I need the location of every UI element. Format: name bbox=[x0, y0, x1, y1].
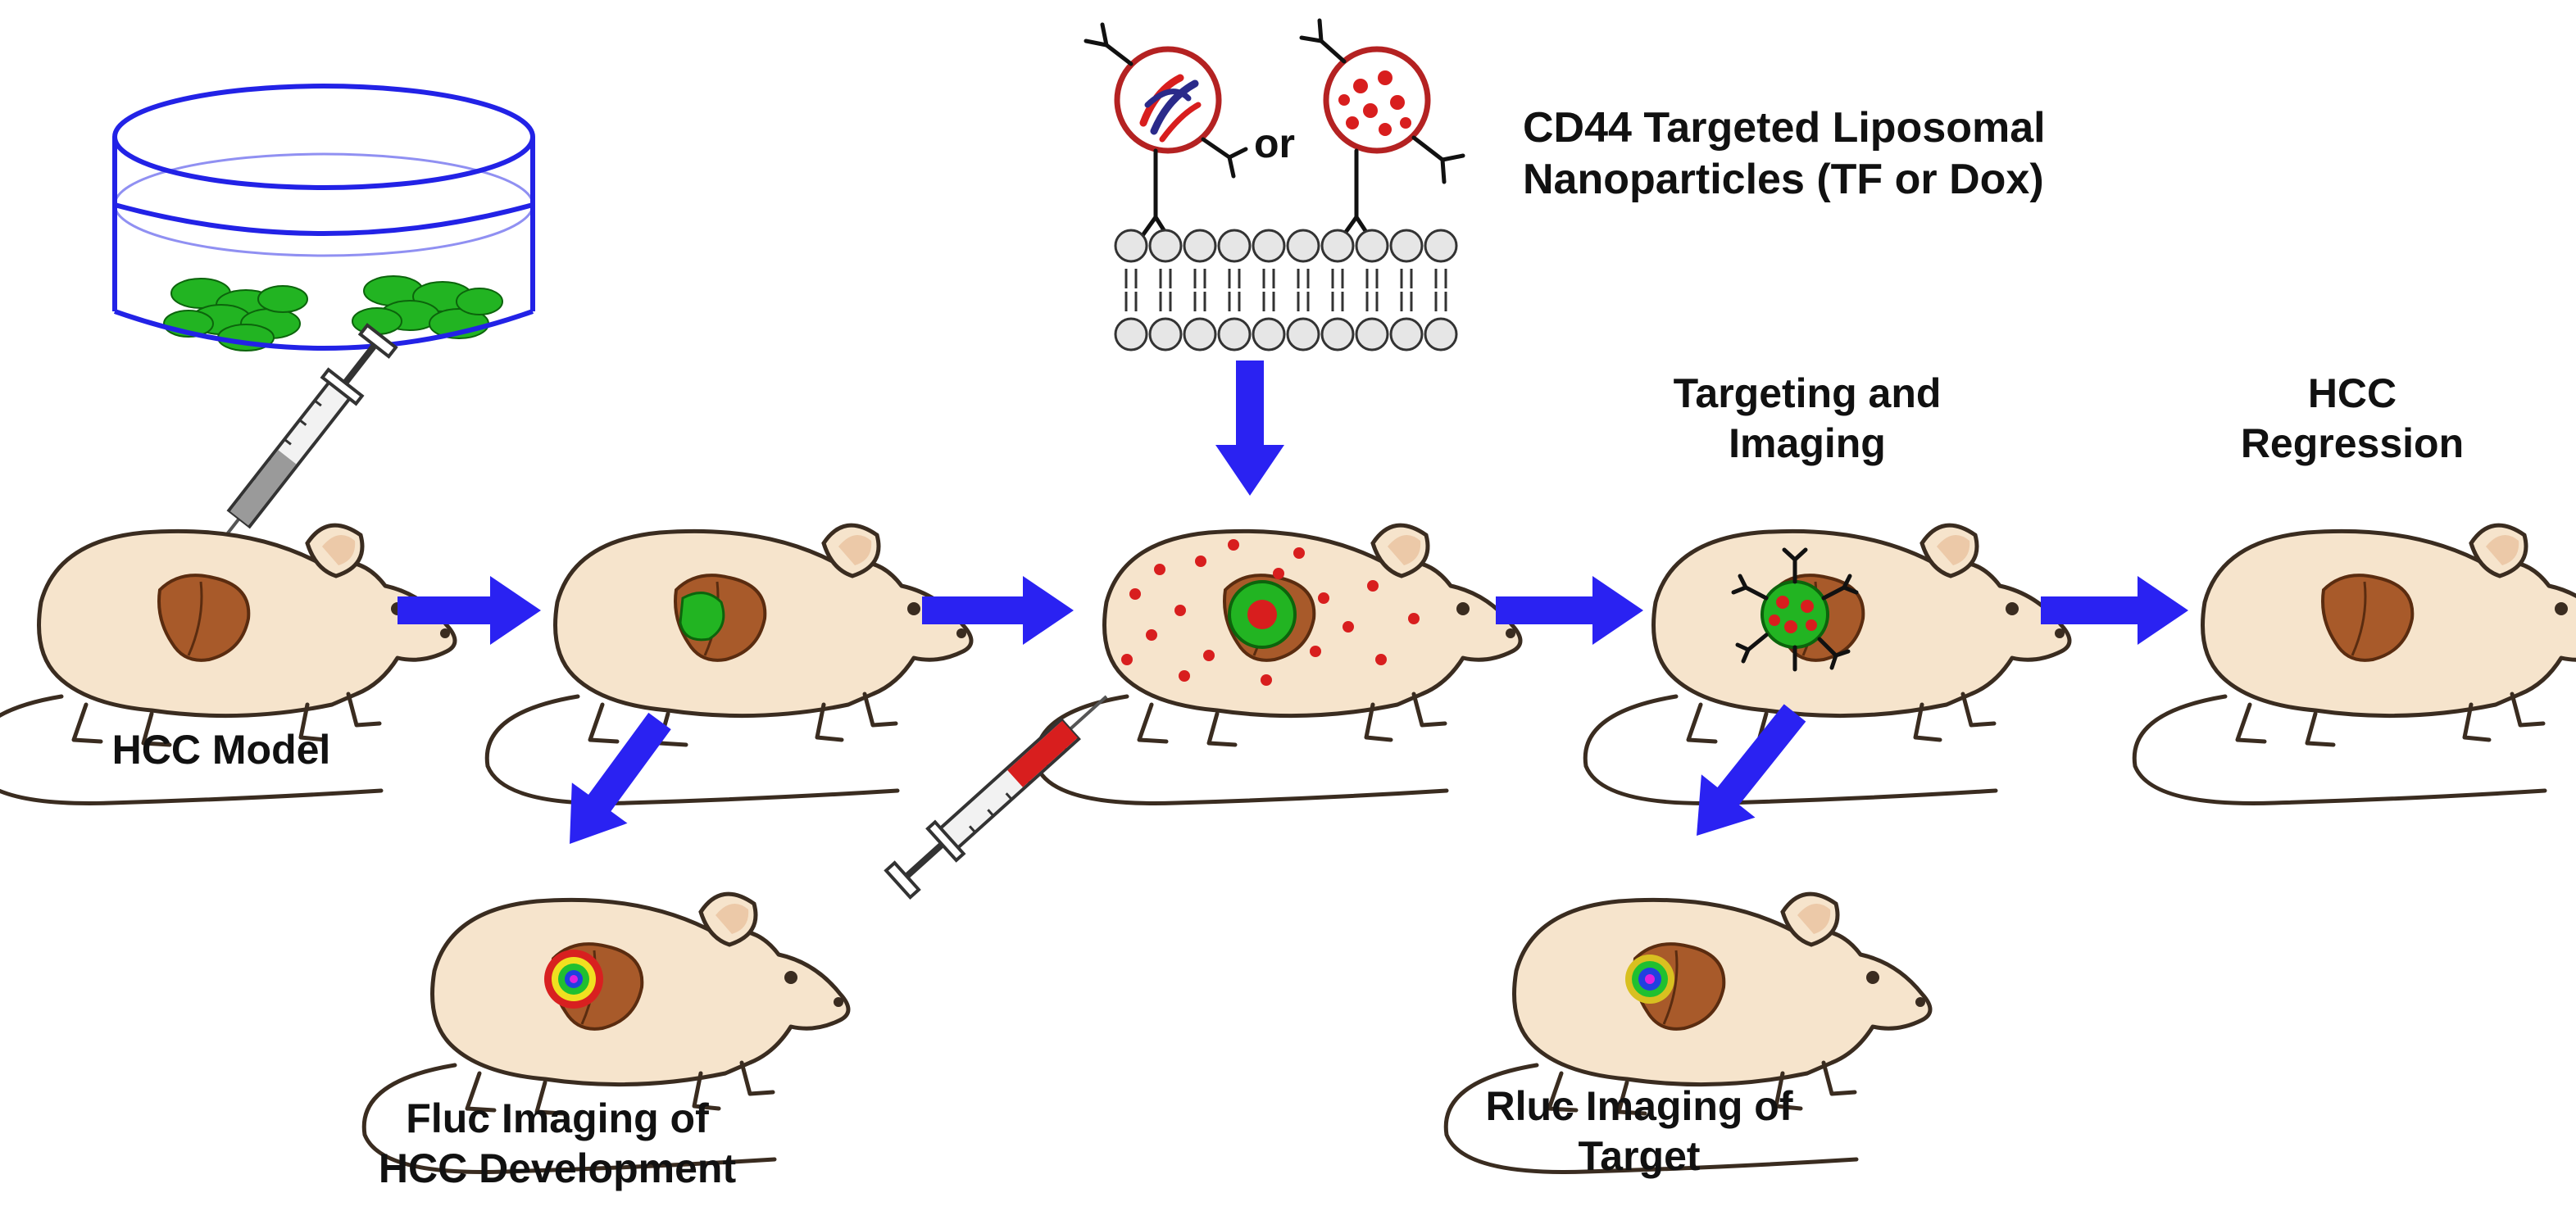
arrow-icon-step3 bbox=[1496, 576, 1643, 645]
lipid-head bbox=[1148, 317, 1183, 351]
tumor-icon bbox=[679, 592, 725, 642]
lipid-head bbox=[1114, 229, 1148, 263]
lipid-head bbox=[1320, 229, 1355, 263]
label-hcc-model: HCC Model bbox=[111, 727, 331, 773]
lipid-tail bbox=[1434, 292, 1447, 311]
label-nanoparticles: CD44 Targeted Liposomal Nanoparticles (T… bbox=[1523, 104, 2046, 204]
arrow-icon-step4 bbox=[2041, 576, 2188, 645]
arrow-icon-rluc bbox=[1697, 704, 1806, 836]
lipid-tail bbox=[1262, 292, 1275, 311]
lipid-tail bbox=[1331, 292, 1344, 311]
lipid-head bbox=[1320, 317, 1355, 351]
mouse-icon-rluc-imaging bbox=[1446, 894, 1930, 1172]
lipid-tail bbox=[1124, 269, 1138, 288]
lipid-head bbox=[1183, 229, 1217, 263]
mouse-icon-hcc-regression bbox=[2134, 525, 2576, 803]
lipid-tail bbox=[1228, 269, 1241, 288]
arrow-icon-step2 bbox=[922, 576, 1074, 645]
liposome-icon-tf bbox=[1084, 22, 1248, 179]
lipid-tail bbox=[1365, 269, 1379, 288]
label-rluc-imaging: Rluc Imaging of Target bbox=[1485, 1083, 1793, 1179]
lipid-head bbox=[1148, 229, 1183, 263]
liposome-icon-dox bbox=[1299, 18, 1465, 184]
mouse-icon-nanoparticle-treatment bbox=[1036, 525, 1520, 803]
lipid-head bbox=[1217, 317, 1252, 351]
bioluminescence-icon bbox=[1625, 955, 1674, 1004]
culture-dish-body bbox=[112, 137, 535, 351]
lipid-head bbox=[1252, 229, 1286, 263]
lipid-head bbox=[1286, 229, 1320, 263]
lipid-head bbox=[1355, 317, 1389, 351]
label-fluc-imaging: Fluc Imaging of HCC Development bbox=[378, 1095, 737, 1191]
bioluminescence-icon bbox=[544, 950, 603, 1009]
syringe-icon bbox=[884, 695, 1108, 900]
lipid-head bbox=[1114, 317, 1148, 351]
tumor-icon bbox=[1760, 580, 1829, 649]
arrow-icon-bilayer-down bbox=[1215, 361, 1284, 496]
nanoparticle-dots bbox=[1121, 539, 1420, 686]
lipid-head bbox=[1286, 317, 1320, 351]
lipid-tail bbox=[1193, 292, 1206, 311]
culture-dish-icon bbox=[112, 84, 535, 351]
lipid-head bbox=[1424, 317, 1458, 351]
label-hcc-regression: HCC Regression bbox=[2240, 370, 2465, 466]
lipid-tail bbox=[1159, 292, 1172, 311]
lipid-head bbox=[1389, 317, 1424, 351]
lipid-tail bbox=[1228, 292, 1241, 311]
arrow-icon-fluc bbox=[570, 712, 671, 844]
mouse-icon-fluc-imaging bbox=[364, 894, 848, 1172]
mouse-icon-hcc-development bbox=[487, 525, 971, 803]
lipid-tail bbox=[1365, 292, 1379, 311]
lipid-head bbox=[1424, 229, 1458, 263]
arrows bbox=[398, 361, 2188, 844]
lipid-tail bbox=[1434, 269, 1447, 288]
lipid-tail bbox=[1297, 292, 1310, 311]
mouse-icon-targeting bbox=[1585, 525, 2069, 803]
lipid-head bbox=[1217, 229, 1252, 263]
or-connector: or bbox=[1254, 120, 1295, 166]
lipid-bilayer-icon bbox=[1114, 229, 1458, 351]
lipid-tail bbox=[1124, 292, 1138, 311]
lipid-tail bbox=[1262, 269, 1275, 288]
syringe-icon bbox=[207, 323, 398, 559]
label-targeting-imaging: Targeting and Imaging bbox=[1673, 370, 1942, 466]
lipid-tail bbox=[1400, 292, 1413, 311]
antibody-spikes bbox=[1731, 547, 1859, 672]
lipid-head bbox=[1389, 229, 1424, 263]
lipid-tail bbox=[1297, 269, 1310, 288]
lipid-head bbox=[1252, 317, 1286, 351]
arrow-icon-step1 bbox=[398, 576, 541, 645]
lipid-head bbox=[1183, 317, 1217, 351]
lipid-head bbox=[1355, 229, 1389, 263]
lipid-tail bbox=[1159, 269, 1172, 288]
lipid-tail bbox=[1331, 269, 1344, 288]
lipid-tail bbox=[1400, 269, 1413, 288]
lipid-tail bbox=[1193, 269, 1206, 288]
